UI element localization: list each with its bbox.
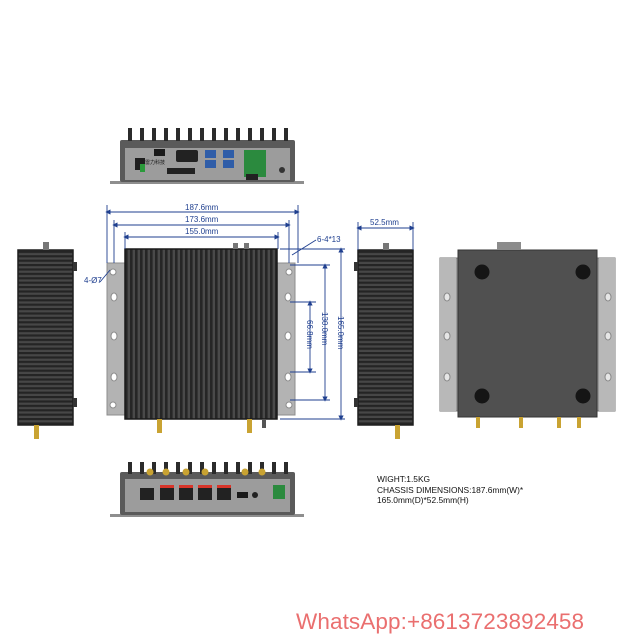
weight-line: WIGHT:1.5KG [377,474,431,484]
top-view [106,243,296,433]
whatsapp-watermark: WhatsApp:+8613723892458 [296,609,585,634]
dimensions-line-1: CHASSIS DIMENSIONS:187.6mm(W)* [377,484,524,495]
depth-dimension-lines [99,239,345,421]
width-outer-label: 187.6mm [185,203,219,212]
slot-holes-label: 6-4*13 [317,235,341,244]
dimensions-line-2: 165.0mm(D)*52.5mm(H) [377,495,469,506]
spec-text: WIGHT:1.5KG CHASSIS DIMENSIONS:187.6mm(W… [377,474,577,506]
right-side-view [354,243,414,439]
depth-inner-label: 130.0mm [320,312,329,346]
rear-panel-view [110,128,304,184]
width-mid-label: 173.6mm [185,215,219,224]
front-logo-text: 雷力科技 [145,159,165,166]
width-inner-label: 155.0mm [185,227,219,236]
depth-label: 165.0mm [336,316,345,350]
left-side-view [17,242,77,439]
depth-small-label: 66.8mm [305,320,314,349]
bottom-view [439,242,616,428]
round-holes-label: 4-Ø7 [84,276,102,285]
front-panel-view [110,462,304,517]
width-dimension-lines [105,205,300,263]
height-dimension-lines [356,222,415,250]
height-label: 52.5mm [370,218,399,227]
